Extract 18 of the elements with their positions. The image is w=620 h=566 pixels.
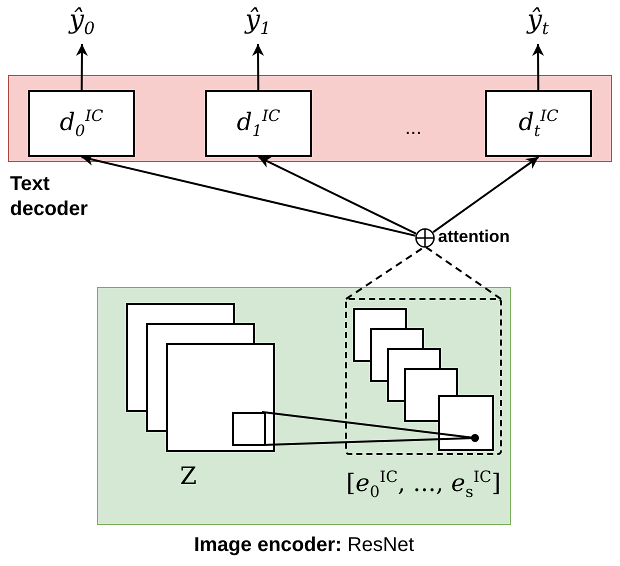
- feature-map-name: Z: [180, 462, 197, 490]
- decoder-state-box: [485, 90, 592, 157]
- dashed-line: [345, 246, 502, 300]
- arrow: [76, 44, 88, 90]
- panel-title: Text decoder: [10, 172, 89, 222]
- arrow: [252, 44, 264, 90]
- decoder-state-box: [205, 90, 312, 157]
- ellipsis-text: ...: [405, 117, 422, 140]
- node-caption: attention: [438, 227, 510, 247]
- vector-label: [e$_{0}$$^{IC}$, ..., e$_{s}$$^{IC}$]: [346, 468, 501, 501]
- output-label: ŷ$_{t}$: [527, 4, 549, 40]
- output-label: ŷ$_{0}$: [69, 4, 95, 40]
- arrow: [258, 156, 416, 235]
- arrow: [532, 44, 544, 90]
- decoder-state-box: [28, 90, 135, 157]
- arrow: [432, 156, 540, 233]
- output-label: ŷ$_{1}$: [245, 4, 271, 40]
- panel-title: Image encoder: ResNet: [194, 534, 414, 557]
